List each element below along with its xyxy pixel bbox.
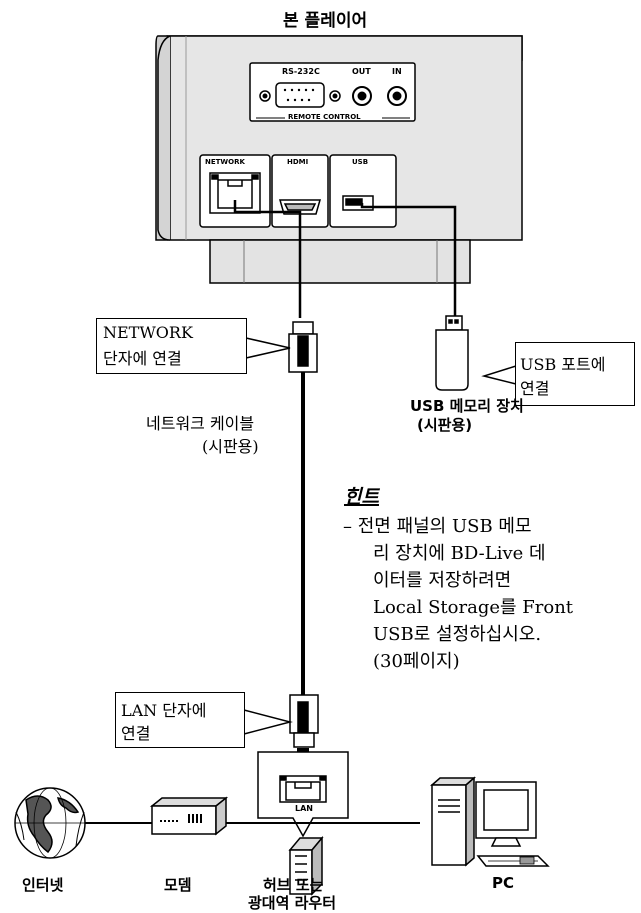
hint-body: – 전면 패널의 USB 메모 리 장치에 BD-Live 데 이터를 저장하려… xyxy=(343,513,573,675)
router-label: 허브 또는 xyxy=(263,876,324,894)
lan-callout-line2: 연결 xyxy=(121,724,151,743)
cable-label: 네트워크 케이블 xyxy=(146,414,255,433)
network-callout-line1: NETWORK xyxy=(103,323,193,342)
usb-callout-pointer xyxy=(481,365,517,385)
lan-port-label: LAN xyxy=(295,804,313,813)
pc-icon xyxy=(430,776,550,867)
remote-control-label: REMOTE CONTROL xyxy=(288,113,361,121)
remote-out-jack xyxy=(352,86,372,106)
hdmi-port xyxy=(279,199,321,215)
usb-device-sublabel: (시판용) xyxy=(417,416,473,434)
out-label: OUT xyxy=(352,67,371,76)
modem-icon xyxy=(149,796,229,836)
lan-callout: LAN 단자에 연결 xyxy=(115,692,245,748)
usb-callout-line1: USB 포트에 xyxy=(520,355,606,374)
network-callout-line2: 단자에 연결 xyxy=(103,349,182,368)
hint-line: (30페이지) xyxy=(373,651,460,672)
rs232c-port xyxy=(259,82,341,108)
usb-device-label: USB 메모리 장치 xyxy=(410,397,524,415)
hint-line: – 전면 패널의 USB 메모 xyxy=(343,516,532,537)
hint-heading: 힌트 xyxy=(344,486,379,508)
usb-memory-icon xyxy=(435,315,469,391)
rs232c-label: RS-232C xyxy=(282,67,320,76)
router-sublabel: 광대역 라우터 xyxy=(248,894,337,912)
internet-globe-icon xyxy=(14,787,86,859)
lan-port-callout xyxy=(257,751,349,838)
page-title: 본 플레이어 xyxy=(283,11,368,31)
lan-callout-line1: LAN 단자에 xyxy=(121,701,207,720)
pc-label: PC xyxy=(492,874,515,892)
hdmi-port-label: HDMI xyxy=(287,158,309,166)
hint-line: 리 장치에 BD-Live 데 xyxy=(373,543,546,564)
network-plug-bottom xyxy=(289,694,319,748)
lan-callout-pointer xyxy=(243,709,293,735)
hint-line: 이터를 저장하려면 xyxy=(373,570,512,591)
modem-label: 모뎀 xyxy=(164,876,192,894)
router-icon xyxy=(288,835,324,896)
internet-label: 인터넷 xyxy=(22,876,64,894)
network-plug-top xyxy=(288,321,318,373)
network-callout: NETWORK 단자에 연결 xyxy=(96,318,247,374)
usb-callout-line2: 연결 xyxy=(520,379,550,398)
network-port-label: NETWORK xyxy=(205,158,245,166)
hint-line: USB로 설정하십시오. xyxy=(373,624,542,645)
usb-cable xyxy=(360,203,457,316)
remote-in-jack xyxy=(387,86,407,106)
in-label: IN xyxy=(392,67,402,76)
network-cable-top xyxy=(233,200,302,318)
cable-sublabel: (시판용) xyxy=(202,437,259,456)
network-callout-pointer xyxy=(245,337,291,359)
usb-callout: USB 포트에 연결 xyxy=(515,342,635,406)
hint-line: Local Storage를 Front xyxy=(373,597,574,618)
usb-port-label: USB xyxy=(352,158,369,166)
